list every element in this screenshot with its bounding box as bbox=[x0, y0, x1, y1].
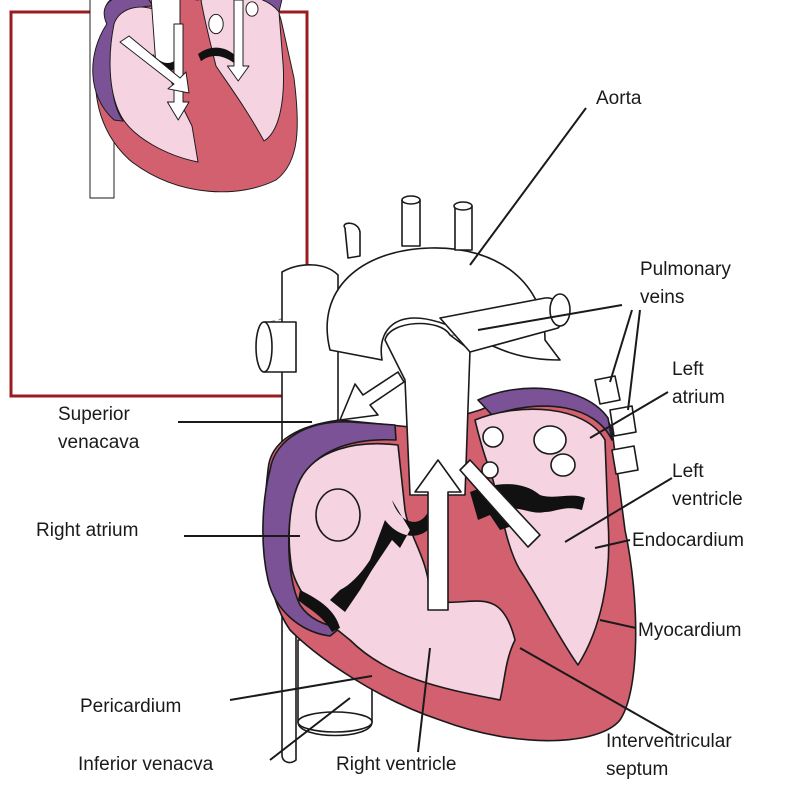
right-atrium-opening bbox=[315, 488, 361, 542]
pulmonary-trunk bbox=[384, 322, 471, 496]
label-superior-venacava-line1: Superior bbox=[58, 404, 130, 425]
tricuspid-valve bbox=[330, 500, 435, 612]
label-superior-venacava-line2: venacava bbox=[58, 432, 140, 453]
label-left-atrium-line1: Left bbox=[672, 359, 704, 380]
label-aorta: Aorta bbox=[596, 88, 642, 109]
label-pulmonary-veins-line2: veins bbox=[640, 287, 684, 308]
inset-heart bbox=[9, 0, 309, 398]
label-left-atrium-line2: atrium bbox=[672, 387, 725, 408]
label-left-ventricle-line2: ventricle bbox=[672, 489, 743, 510]
label-right-ventricle: Right ventricle bbox=[336, 754, 456, 775]
label-left-ventricle-line1: Left bbox=[672, 461, 704, 482]
label-septum-line2: septum bbox=[606, 759, 668, 780]
flow-arrow-up bbox=[414, 459, 462, 611]
label-right-atrium: Right atrium bbox=[36, 520, 138, 541]
flow-arrow-left bbox=[459, 459, 541, 548]
label-endocardium: Endocardium bbox=[632, 530, 744, 551]
labels: Aorta Pulmonary veins Left atrium Left v… bbox=[36, 88, 744, 780]
label-inferior-venacava: Inferior venacva bbox=[78, 754, 214, 775]
flow-arrow-diagonal bbox=[339, 371, 405, 421]
main-heart bbox=[255, 195, 639, 764]
label-pericardium: Pericardium bbox=[80, 696, 181, 717]
label-septum-line1: Interventricular bbox=[606, 731, 732, 752]
leader-lines bbox=[178, 107, 674, 761]
pericardium-left bbox=[477, 387, 613, 441]
label-pulmonary-veins-line1: Pulmonary bbox=[640, 259, 731, 280]
label-myocardium: Myocardium bbox=[638, 620, 741, 641]
pericardium-right bbox=[262, 421, 397, 637]
